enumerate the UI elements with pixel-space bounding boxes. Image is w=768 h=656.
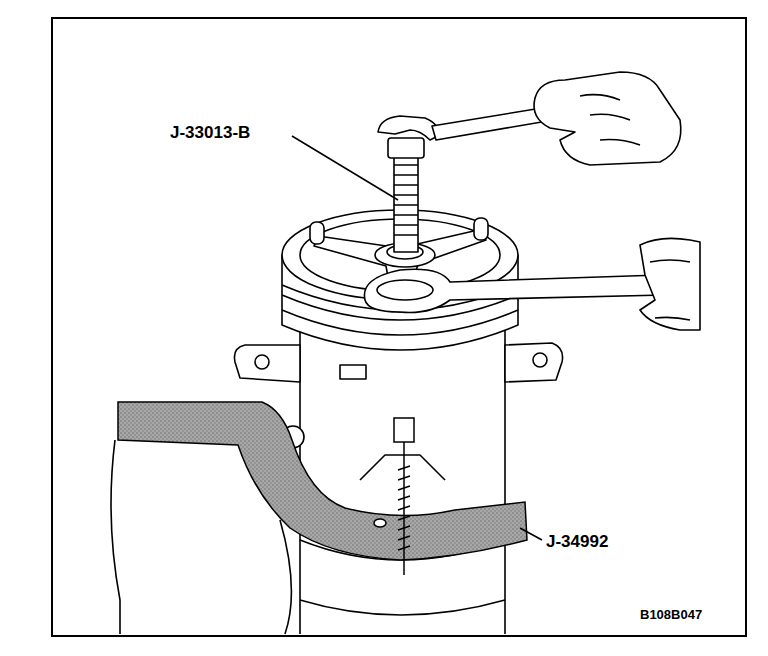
leader-line [520,528,542,540]
holding-fixture [118,402,527,560]
frame [52,18,746,636]
leader-line [292,136,398,200]
tool-label: J-33013-B [170,124,250,141]
figure-code: B108B047 [640,608,702,621]
tool-label: J-34992 [546,533,608,550]
